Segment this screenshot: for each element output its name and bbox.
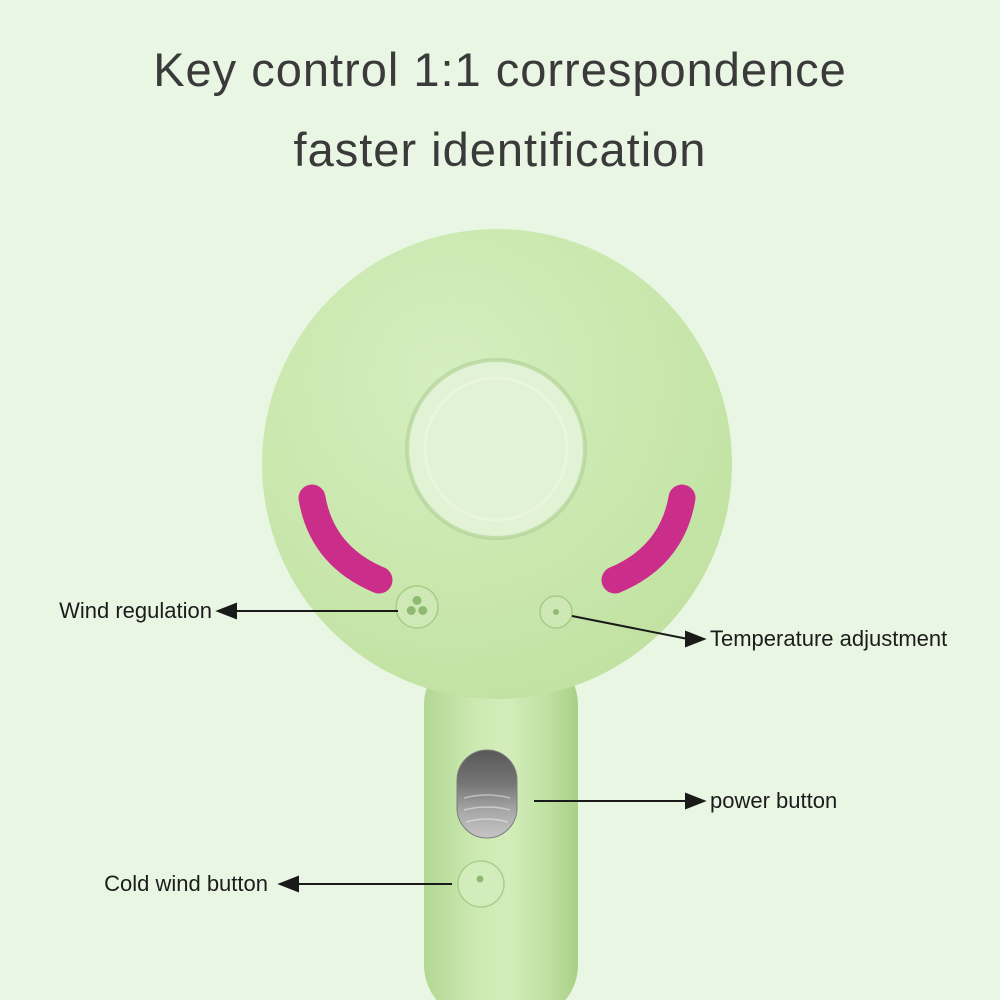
hole-rim-shadow <box>405 358 587 540</box>
callout-power-button: power button <box>710 788 838 813</box>
arrow-temperature-adjustment <box>571 615 707 648</box>
dryer-center-hole <box>407 360 585 538</box>
power-slider <box>456 749 518 839</box>
arrow-power-button <box>534 792 707 810</box>
arrow-wind-regulation <box>215 602 398 620</box>
title-line-2: faster identification <box>293 123 707 176</box>
temperature-adjustment-button <box>539 595 573 629</box>
cold-wind-button-control <box>457 860 505 908</box>
title-line-1: Key control 1:1 correspondence <box>153 43 847 96</box>
arrow-cold-wind-button <box>277 875 452 893</box>
callout-wind-regulation: Wind regulation <box>59 598 212 623</box>
accent-arc-left <box>298 484 393 594</box>
accent-arc-right <box>601 484 696 594</box>
dot-icon <box>476 875 484 883</box>
fan-icon <box>406 596 428 615</box>
callout-cold-wind-button: Cold wind button <box>104 871 268 896</box>
dot-icon <box>553 609 559 615</box>
callout-temperature-adjustment: Temperature adjustment <box>710 626 948 651</box>
hole-inner-ring <box>423 376 569 522</box>
wind-regulation-button <box>395 585 439 629</box>
